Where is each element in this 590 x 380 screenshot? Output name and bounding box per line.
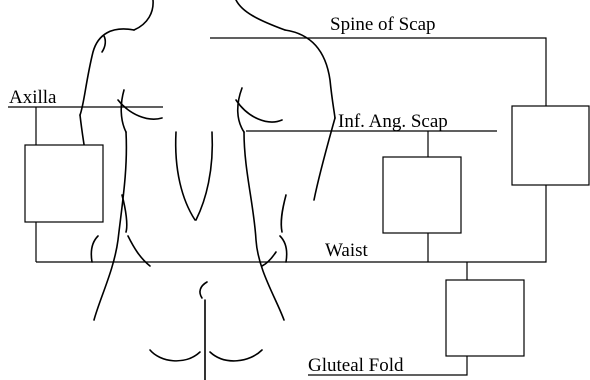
left-scapula-mark [118,100,162,119]
right-back-mark [196,132,212,220]
buttocks-top-mark [200,282,207,298]
spine-of-scap-box [512,106,589,185]
waist-line [36,185,546,262]
left-elbow-mark [122,195,127,232]
inf-ang-scap-label: Inf. Ang. Scap [338,111,448,132]
right-buttock-curve [210,350,262,361]
left-shoulder-outline [80,29,134,115]
left-back-mark [176,132,195,220]
right-scapula-mark [236,100,282,122]
spine-of-scap-leader [210,38,546,106]
gluteal-fold-label: Gluteal Fold [308,355,404,376]
left-buttock-curve [150,350,200,361]
inf-ang-scap-box [383,157,461,233]
right-elbow-mark [281,195,286,232]
left-waist-curve [91,236,98,262]
torso-outline [80,0,335,380]
measurement-boxes [25,106,589,356]
right-shoulder-outline [285,30,335,118]
waist-label: Waist [325,240,369,261]
right-torso-side [244,132,284,320]
neck-right-line [236,0,285,30]
right-outer-arm [314,118,335,200]
axilla-label: Axilla [9,87,57,108]
right-waist-curve [280,236,287,262]
right-inner-arm [238,88,244,132]
spine-of-scap-label: Spine of Scap [330,14,436,35]
gluteal-fold-box [446,280,524,356]
neck-left-line [134,0,153,30]
left-inner-arm [121,90,126,132]
left-shoulder-mark [102,36,105,52]
axilla-box [25,145,103,222]
right-forearm-mark [262,252,276,266]
